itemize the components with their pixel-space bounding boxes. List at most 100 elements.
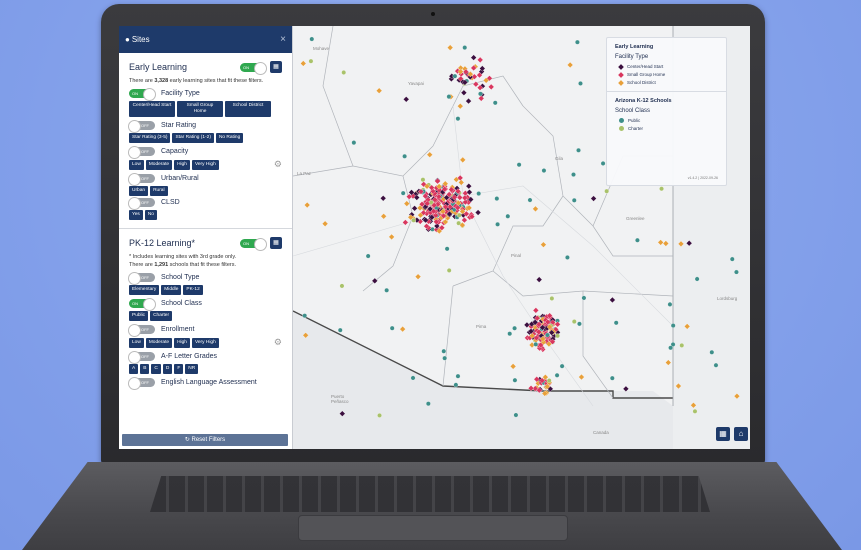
chip-yes[interactable]: Yes xyxy=(129,210,143,220)
site-marker[interactable] xyxy=(539,335,546,342)
site-marker[interactable] xyxy=(523,321,530,328)
site-marker[interactable] xyxy=(690,402,697,409)
close-icon[interactable]: × xyxy=(280,34,286,45)
site-marker[interactable] xyxy=(548,329,555,336)
chip-grade-a[interactable]: A xyxy=(129,364,139,374)
site-marker[interactable] xyxy=(475,209,482,216)
site-marker[interactable] xyxy=(339,283,345,289)
site-marker[interactable] xyxy=(365,253,371,259)
site-marker[interactable] xyxy=(527,197,533,203)
site-marker[interactable] xyxy=(432,212,439,219)
site-marker[interactable] xyxy=(571,319,577,324)
site-marker[interactable] xyxy=(686,240,693,247)
site-marker[interactable] xyxy=(309,36,315,42)
site-marker[interactable] xyxy=(675,382,682,390)
site-marker[interactable] xyxy=(729,256,735,262)
site-marker[interactable] xyxy=(459,222,466,229)
site-marker[interactable] xyxy=(460,89,467,96)
ela-toggle[interactable]: OFF xyxy=(128,377,155,390)
site-marker[interactable] xyxy=(555,333,560,339)
site-marker[interactable] xyxy=(457,68,464,75)
site-marker[interactable] xyxy=(444,246,450,252)
site-marker[interactable] xyxy=(388,233,395,240)
site-marker[interactable] xyxy=(667,302,673,307)
site-marker[interactable] xyxy=(565,255,570,260)
site-marker[interactable] xyxy=(448,186,455,193)
site-marker[interactable] xyxy=(622,385,629,392)
site-marker[interactable] xyxy=(435,193,442,200)
site-marker[interactable] xyxy=(635,237,640,243)
site-marker[interactable] xyxy=(431,196,438,203)
site-marker[interactable] xyxy=(513,412,519,418)
site-marker[interactable] xyxy=(411,217,417,223)
site-marker[interactable] xyxy=(423,183,431,190)
site-marker[interactable] xyxy=(339,410,346,417)
site-marker[interactable] xyxy=(467,196,474,203)
site-marker[interactable] xyxy=(477,84,484,91)
site-marker[interactable] xyxy=(665,359,672,366)
site-marker[interactable] xyxy=(472,81,479,88)
site-marker[interactable] xyxy=(527,385,535,392)
site-marker[interactable] xyxy=(609,375,615,381)
site-marker[interactable] xyxy=(438,224,445,231)
chip-school-district[interactable]: School District xyxy=(225,101,271,117)
site-marker[interactable] xyxy=(466,204,473,211)
site-marker[interactable] xyxy=(684,323,691,330)
chip-grade-nr[interactable]: NR xyxy=(185,364,199,374)
site-marker[interactable] xyxy=(384,287,390,293)
site-marker[interactable] xyxy=(544,383,551,390)
chip-enroll-low[interactable]: Low xyxy=(129,337,144,348)
site-marker[interactable] xyxy=(478,95,485,102)
chip-grade-b[interactable]: B xyxy=(140,364,150,374)
site-marker[interactable] xyxy=(545,341,552,348)
site-marker[interactable] xyxy=(452,73,458,79)
school-type-toggle[interactable]: OFF xyxy=(128,272,155,285)
site-marker[interactable] xyxy=(402,219,409,226)
site-marker[interactable] xyxy=(463,210,470,217)
site-marker[interactable] xyxy=(457,64,464,72)
site-marker[interactable] xyxy=(576,147,581,153)
site-marker[interactable] xyxy=(446,210,453,217)
site-marker[interactable] xyxy=(446,94,452,99)
chip-star-3-5[interactable]: Star Rating (3-5) xyxy=(129,133,171,143)
site-marker[interactable] xyxy=(571,172,576,177)
pk12-toggle[interactable]: ON xyxy=(240,237,267,251)
site-marker[interactable] xyxy=(456,220,461,226)
site-marker[interactable] xyxy=(677,240,685,247)
site-marker[interactable] xyxy=(505,213,511,219)
chip-small-group-home[interactable]: Small Group Home xyxy=(177,101,223,117)
site-marker[interactable] xyxy=(692,408,698,414)
site-marker[interactable] xyxy=(670,342,676,347)
site-marker[interactable] xyxy=(442,355,448,361)
site-marker[interactable] xyxy=(541,390,548,397)
site-marker[interactable] xyxy=(527,328,535,335)
site-marker[interactable] xyxy=(446,203,454,210)
site-marker[interactable] xyxy=(542,374,549,381)
site-marker[interactable] xyxy=(302,313,308,319)
site-marker[interactable] xyxy=(492,100,498,106)
site-marker[interactable] xyxy=(546,378,552,383)
site-marker[interactable] xyxy=(434,178,441,185)
site-marker[interactable] xyxy=(528,341,536,349)
site-marker[interactable] xyxy=(455,116,461,121)
site-marker[interactable] xyxy=(455,373,461,379)
site-marker[interactable] xyxy=(512,377,518,383)
site-marker[interactable] xyxy=(694,276,700,282)
site-marker[interactable] xyxy=(577,321,582,327)
site-marker[interactable] xyxy=(453,382,459,388)
site-marker[interactable] xyxy=(545,332,550,338)
site-marker[interactable] xyxy=(416,204,424,212)
chip-urban[interactable]: Urban xyxy=(129,186,149,196)
site-marker[interactable] xyxy=(433,218,440,225)
site-marker[interactable] xyxy=(442,218,449,225)
site-marker[interactable] xyxy=(308,58,314,64)
site-marker[interactable] xyxy=(436,183,443,190)
site-marker[interactable] xyxy=(512,325,517,331)
site-marker[interactable] xyxy=(459,156,466,163)
chip-public[interactable]: Public xyxy=(129,311,149,321)
site-marker[interactable] xyxy=(476,191,482,196)
site-marker[interactable] xyxy=(322,220,329,227)
site-marker[interactable] xyxy=(380,213,387,220)
site-marker[interactable] xyxy=(535,321,543,328)
site-marker[interactable] xyxy=(507,331,513,337)
